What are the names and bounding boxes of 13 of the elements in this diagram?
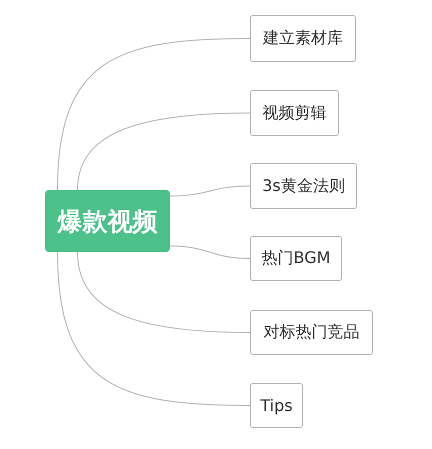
connector-line bbox=[77, 252, 250, 333]
branch-box: 3s黄金法则 bbox=[250, 163, 357, 209]
branch-box: 视频剪辑 bbox=[250, 90, 339, 136]
branch-box: Tips bbox=[250, 383, 303, 428]
connector-line bbox=[170, 246, 250, 259]
branch-box: 热门BGM bbox=[250, 236, 342, 281]
connector-line bbox=[170, 186, 250, 196]
branch-box: 建立素材库 bbox=[250, 15, 356, 62]
connector-line bbox=[57, 252, 250, 406]
connector-line bbox=[77, 112, 250, 190]
topic-box: 爆款视频 bbox=[45, 190, 170, 252]
connector-line bbox=[57, 38, 250, 190]
branch-box: 对标热门竞品 bbox=[250, 310, 373, 355]
